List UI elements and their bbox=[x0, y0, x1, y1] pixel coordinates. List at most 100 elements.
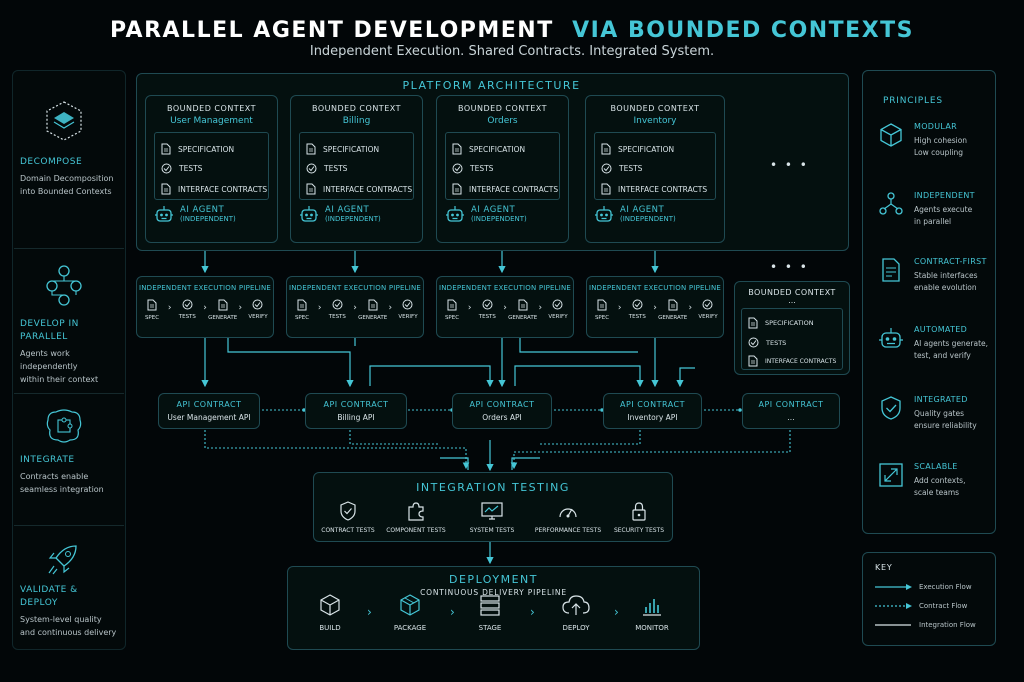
check-circle-icon bbox=[306, 163, 317, 174]
interface-contracts-row: INTERFACE CONTRACTS bbox=[601, 183, 707, 195]
pipeline-step: TESTS bbox=[176, 299, 198, 320]
document-icon bbox=[452, 183, 462, 195]
api-contract-name: Orders API bbox=[482, 413, 522, 422]
pipeline-step-label: SPEC bbox=[294, 315, 310, 321]
performance-tests-label: PERFORMANCE TESTS bbox=[534, 527, 602, 534]
specification-row: SPECIFICATION bbox=[161, 143, 234, 155]
pipeline-step-label: SPEC bbox=[144, 315, 160, 321]
extra-context-tests: TESTS bbox=[748, 337, 786, 348]
decompose-icon bbox=[44, 100, 84, 142]
tests-label: TESTS bbox=[619, 164, 643, 173]
document-icon bbox=[452, 143, 462, 155]
api-contract-name: User Management API bbox=[167, 413, 251, 422]
api-contract-box: API CONTRACT... bbox=[742, 393, 840, 429]
chevron-icon: › bbox=[367, 605, 372, 619]
extra-context-name: ... bbox=[788, 296, 796, 305]
principle-text-line: scale teams bbox=[914, 488, 960, 497]
step-validate-text-1: System-level quality bbox=[20, 615, 102, 624]
specification-row: SPECIFICATION bbox=[452, 143, 525, 155]
step-develop: DEVELOP IN PARALLEL Agents work independ… bbox=[20, 318, 125, 386]
execution-pipeline: INDEPENDENT EXECUTION PIPELINE SPEC › TESTS… bbox=[286, 276, 424, 338]
build-step: BUILD bbox=[312, 593, 348, 632]
document-icon bbox=[306, 183, 316, 195]
left-divider-3 bbox=[14, 525, 124, 526]
extra-context-tests-label: TESTS bbox=[766, 338, 787, 347]
pipeline-step: SPEC bbox=[141, 299, 163, 321]
check-circle-icon bbox=[402, 299, 413, 310]
deploy-step: DEPLOY bbox=[556, 593, 596, 632]
left-steps-panel bbox=[12, 70, 126, 650]
check-circle-icon bbox=[552, 299, 563, 310]
extra-bounded-context: BOUNDED CONTEXT ... SPECIFICATION TESTS … bbox=[734, 281, 850, 375]
pipeline-steps: SPEC›TESTS›GENERATE›VERIFY bbox=[591, 299, 719, 321]
principle-text-line: Agents execute bbox=[914, 205, 973, 214]
cloud-upload-icon bbox=[562, 595, 590, 615]
pipeline-step: VERIFY bbox=[397, 299, 419, 320]
pipeline-step-label: GENERATE bbox=[508, 315, 538, 321]
deployment-subtitle: CONTINUOUS DELIVERY PIPELINE bbox=[420, 588, 567, 597]
pipeline-step: VERIFY bbox=[247, 299, 269, 320]
chevron-icon: › bbox=[203, 303, 207, 313]
package-icon bbox=[400, 594, 420, 616]
branch-nodes-icon bbox=[879, 192, 903, 215]
pipeline-step: TESTS bbox=[326, 299, 348, 320]
api-contract-name: Inventory API bbox=[627, 413, 678, 422]
page-subtitle: Independent Execution. Shared Contracts.… bbox=[309, 44, 715, 59]
pipeline-title: INDEPENDENT EXECUTION PIPELINE bbox=[288, 284, 422, 292]
principle-text-line: Quality gates bbox=[914, 409, 965, 418]
execution-flow-line bbox=[875, 584, 912, 590]
key-contract-flow: Contract Flow bbox=[919, 602, 968, 610]
robot-icon bbox=[879, 328, 903, 348]
system-tests-label: SYSTEM TESTS bbox=[469, 527, 515, 534]
principle-title: AUTOMATED bbox=[914, 325, 968, 334]
pipeline-step: SPEC bbox=[291, 299, 313, 321]
step-decompose: DECOMPOSE Domain Decomposition into Boun… bbox=[20, 156, 125, 198]
api-contract-label: API CONTRACT bbox=[176, 400, 242, 409]
document-icon bbox=[882, 258, 900, 282]
check-circle-icon bbox=[161, 163, 172, 174]
document-icon bbox=[668, 299, 678, 311]
principle-text-line: Stable interfaces bbox=[914, 271, 978, 280]
box-icon bbox=[320, 594, 340, 616]
step-integrate-title: INTEGRATE bbox=[20, 455, 75, 465]
tests-row: TESTS bbox=[306, 163, 347, 174]
title-part-1: PARALLEL AGENT DEVELOPMENT bbox=[109, 18, 554, 43]
pipeline-step-label: VERIFY bbox=[248, 314, 268, 320]
principle-text: AI agents generate,test, and verify bbox=[914, 338, 988, 362]
pipeline-step: TESTS bbox=[476, 299, 498, 320]
step-validate-title-2: DEPLOY bbox=[20, 598, 58, 608]
left-divider-1 bbox=[14, 248, 124, 249]
interface-contracts-row: INTERFACE CONTRACTS bbox=[452, 183, 558, 195]
document-list-icon bbox=[748, 355, 758, 367]
document-icon bbox=[368, 299, 378, 311]
server-icon bbox=[480, 595, 500, 616]
extra-context-contracts-label: INTERFACE CONTRACTS bbox=[765, 357, 837, 365]
title-part-2: VIA BOUNDED CONTEXTS bbox=[572, 18, 915, 43]
step-integrate-text-2: seamless integration bbox=[20, 485, 104, 494]
bounded-context-name: Orders bbox=[487, 116, 518, 126]
chevron-icon: › bbox=[450, 605, 455, 619]
pipeline-step-label: GENERATE bbox=[658, 315, 688, 321]
cube-icon bbox=[880, 123, 902, 147]
document-icon bbox=[297, 299, 307, 311]
principle-title: CONTRACT-FIRST bbox=[914, 257, 987, 266]
principle-text-line: Add contexts, bbox=[914, 476, 966, 485]
step-decompose-text-2: into Bounded Contexts bbox=[20, 187, 112, 196]
ai-agent-sub: (INDEPENDENT) bbox=[620, 215, 676, 223]
check-circle-icon bbox=[632, 299, 643, 310]
step-develop-title: DEVELOP IN bbox=[20, 319, 79, 329]
interface-contracts-label: INTERFACE CONTRACTS bbox=[323, 184, 413, 194]
shield-check-icon bbox=[881, 396, 901, 420]
ai-agent-sub: (INDEPENDENT) bbox=[325, 215, 381, 223]
principle-text-line: in parallel bbox=[914, 217, 952, 226]
chevron-icon: › bbox=[317, 303, 322, 313]
key-integration-flow: Integration Flow bbox=[919, 621, 976, 629]
